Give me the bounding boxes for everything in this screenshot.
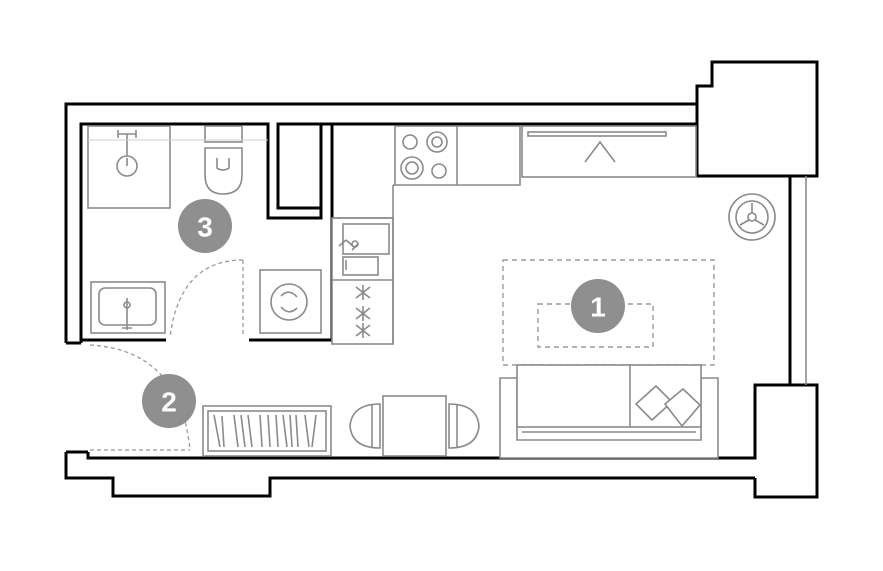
marker-2: 2 bbox=[142, 374, 196, 428]
cushion-icon bbox=[663, 387, 702, 428]
kitchen bbox=[331, 125, 697, 457]
rug bbox=[502, 259, 715, 366]
toilet-bowl bbox=[204, 147, 243, 195]
marker-3: 3 bbox=[178, 199, 232, 253]
burner-icon bbox=[400, 156, 424, 180]
living-room bbox=[499, 193, 776, 459]
marker-label: 1 bbox=[590, 292, 606, 323]
marker-1: 1 bbox=[571, 279, 625, 333]
burner-icon bbox=[402, 134, 418, 150]
marker-label: 3 bbox=[197, 212, 213, 243]
marker-label: 2 bbox=[161, 387, 177, 418]
burner-icon bbox=[431, 163, 447, 179]
bathroom-door-icon bbox=[169, 259, 244, 338]
hob-icon bbox=[355, 285, 371, 338]
outer-walls bbox=[64, 60, 819, 499]
chair bbox=[448, 403, 480, 449]
tv-unit bbox=[521, 125, 697, 178]
tv-icon bbox=[584, 140, 616, 163]
entrance-door-icon bbox=[89, 344, 191, 451]
entrance-hall bbox=[89, 344, 332, 457]
burner-icon bbox=[426, 131, 448, 153]
bathroom bbox=[87, 125, 322, 338]
chair bbox=[349, 403, 381, 449]
dining-table bbox=[382, 395, 447, 457]
washing-machine-drum-icon bbox=[270, 283, 308, 321]
kitchen-sink bbox=[342, 223, 390, 255]
toilet-tank bbox=[204, 125, 243, 143]
